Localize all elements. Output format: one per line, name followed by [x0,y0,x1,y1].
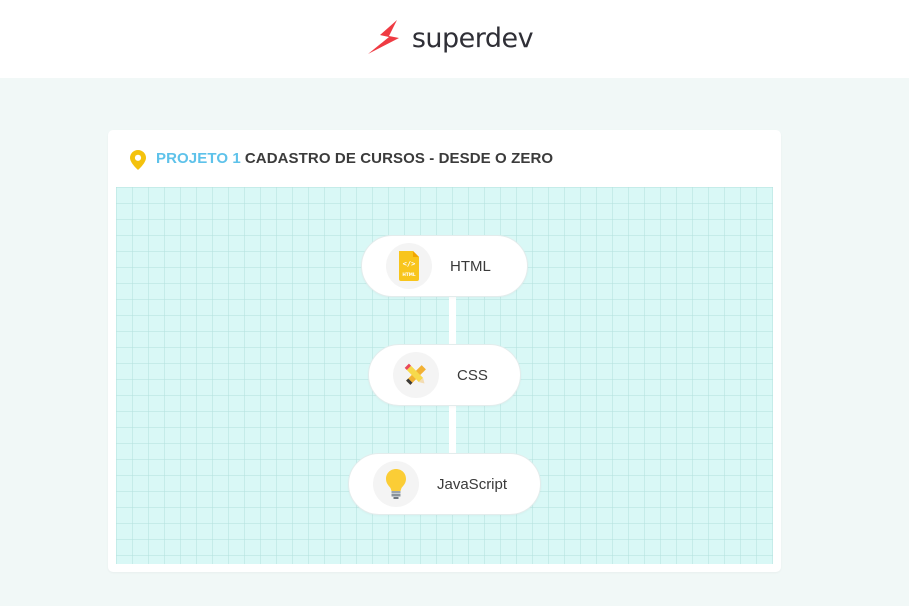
node-label: JavaScript [437,475,508,493]
lightning-bolt-icon [367,20,399,54]
connector-line [449,297,456,345]
logo-text: superdev [411,22,534,54]
project-name: CADASTRO DE CURSOS - DESDE O ZERO [244,150,554,167]
location-pin-icon [130,150,146,170]
roadmap-node-css[interactable]: CSS [368,344,521,406]
svg-text:HTML: HTML [402,272,416,277]
connector-line [449,406,456,454]
superdev-logo[interactable]: superdev [366,18,534,58]
roadmap-node-javascript[interactable]: JavaScript [348,453,541,515]
roadmap-canvas: </> HTML HTML [116,187,773,564]
pencil-ruler-icon [393,352,439,398]
svg-text:</>: </> [403,260,416,268]
lightbulb-icon [373,461,419,507]
roadmap-node-html[interactable]: </> HTML HTML [361,235,528,297]
project-tag: PROJETO 1 [156,150,241,167]
html-file-icon: </> HTML [386,243,432,289]
node-label: HTML [450,257,491,275]
node-label: CSS [457,366,488,384]
top-bar: superdev [0,0,909,78]
